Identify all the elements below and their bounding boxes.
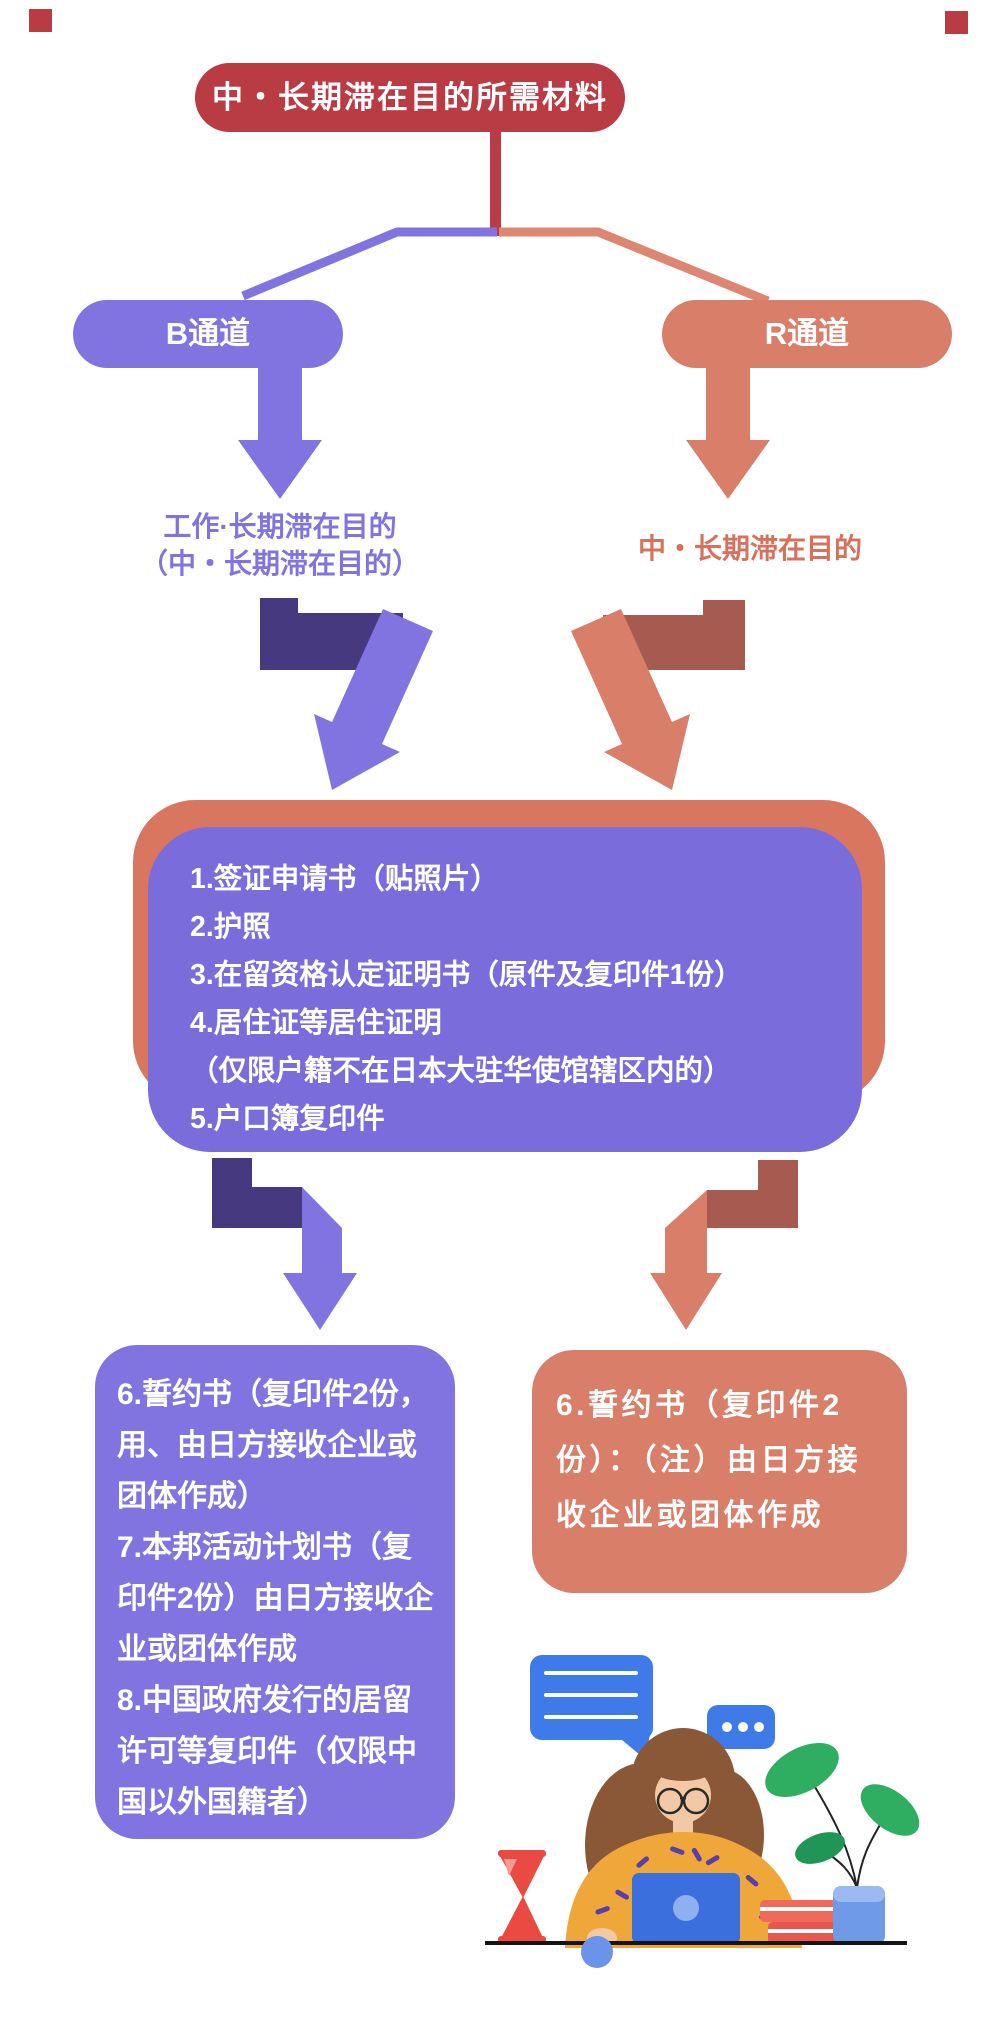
corner-square-left bbox=[29, 9, 52, 32]
b-channel-requirements-box: 6.誓约书（复印件2份， 用、由日方接收企业或 团体作成） 7.本邦活动计划书（… bbox=[95, 1345, 455, 1839]
arrow-b-low-head bbox=[283, 1187, 357, 1330]
channel-b-pill: B通道 bbox=[73, 300, 343, 368]
glasses-icon bbox=[656, 1787, 684, 1815]
arrow-r-down bbox=[686, 364, 770, 499]
r-channel-requirements-box: 6.誓约书（复印件2 份）：（注）由日方接 收企业或团体作成 bbox=[532, 1350, 907, 1593]
corner-square-right bbox=[945, 11, 968, 34]
channel-r-subtitle: 中・长期滞在目的 bbox=[637, 533, 862, 564]
woman-working-illustration bbox=[485, 1655, 920, 1968]
laptop-icon bbox=[632, 1873, 740, 1944]
arrow-b-low-step bbox=[212, 1158, 302, 1228]
common-requirements-box: 1.签证申请书（贴照片） 2.护照 3.在留资格认定证明书（原件及复印件1份） … bbox=[148, 827, 862, 1152]
channel-r-pill: R通道 bbox=[662, 300, 952, 368]
arrow-r-mid-head bbox=[571, 609, 690, 790]
potted-plant-icon bbox=[765, 1742, 920, 1944]
arrow-b-down bbox=[238, 364, 322, 499]
arrow-b-mid-head bbox=[314, 609, 433, 790]
branch-line-r bbox=[499, 227, 770, 306]
computer-mouse-icon bbox=[581, 1936, 613, 1968]
arrow-r-low-head bbox=[650, 1190, 722, 1330]
arrow-r-low-step bbox=[707, 1160, 798, 1228]
channel-b-subtitle: 工作·长期滞在目的 （中・长期滞在目的） bbox=[139, 511, 420, 579]
page-title: 中・长期滞在目的所需材料 bbox=[195, 63, 625, 132]
title-stem-line bbox=[490, 130, 501, 236]
branch-line-b bbox=[241, 227, 497, 301]
hourglass-icon bbox=[498, 1850, 546, 1943]
speech-bubble-icon bbox=[530, 1655, 653, 1760]
